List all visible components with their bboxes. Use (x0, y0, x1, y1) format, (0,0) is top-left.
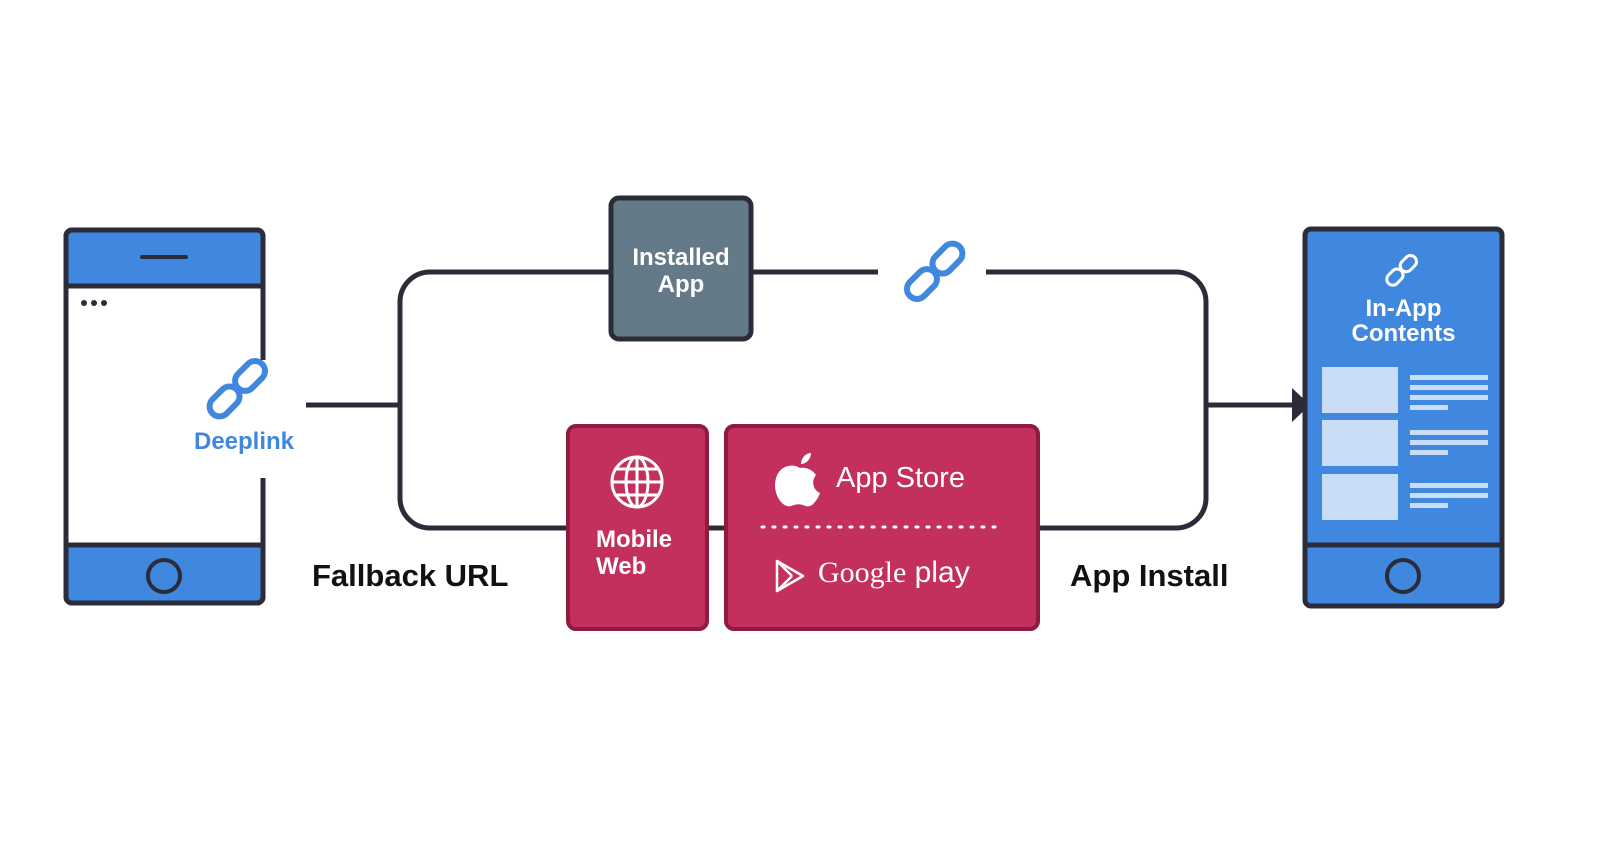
apple-logo-icon (775, 453, 820, 507)
deeplink-label: Deeplink (193, 428, 295, 455)
right-phone-home-button (1385, 558, 1421, 594)
chain-link-icon (206, 358, 268, 420)
google-play-brand: Google (818, 556, 907, 589)
in-app-line2: Contents (1351, 320, 1456, 348)
chain-link-icon (904, 240, 966, 302)
google-play-label: Google play (818, 556, 970, 590)
app-store-label: App Store (836, 462, 965, 494)
left-phone (63, 227, 268, 606)
globe-icon (610, 455, 664, 509)
mobile-web-label: Mobile Web (596, 526, 706, 581)
mobile-web-box (566, 424, 709, 631)
google-play-icon (775, 559, 805, 593)
google-play-suffix: play (914, 556, 970, 589)
app-install-label: App Install (1070, 558, 1229, 593)
left-phone-home-button (146, 558, 182, 594)
in-app-contents-label: In-App Contents (1305, 295, 1502, 348)
connector-lines (306, 269, 1296, 531)
content-blocks (1322, 367, 1488, 520)
arrowhead-icon (1292, 388, 1310, 422)
chain-link-icon (1385, 254, 1418, 287)
installed-app-line2: App (657, 270, 705, 298)
mobile-web-line2: Web (596, 552, 647, 580)
right-phone (1302, 226, 1505, 609)
right-phone-body (1302, 226, 1505, 609)
fallback-url-label: Fallback URL (312, 558, 509, 593)
mobile-web-line1: Mobile (596, 526, 672, 553)
left-phone-dots (81, 300, 107, 306)
left-phone-footer (66, 545, 263, 603)
installed-app-label: Installed App (611, 244, 751, 299)
installed-app-line1: Installed (632, 244, 730, 271)
installed-app-box (608, 195, 754, 342)
in-app-line1: In-App (1365, 295, 1442, 322)
